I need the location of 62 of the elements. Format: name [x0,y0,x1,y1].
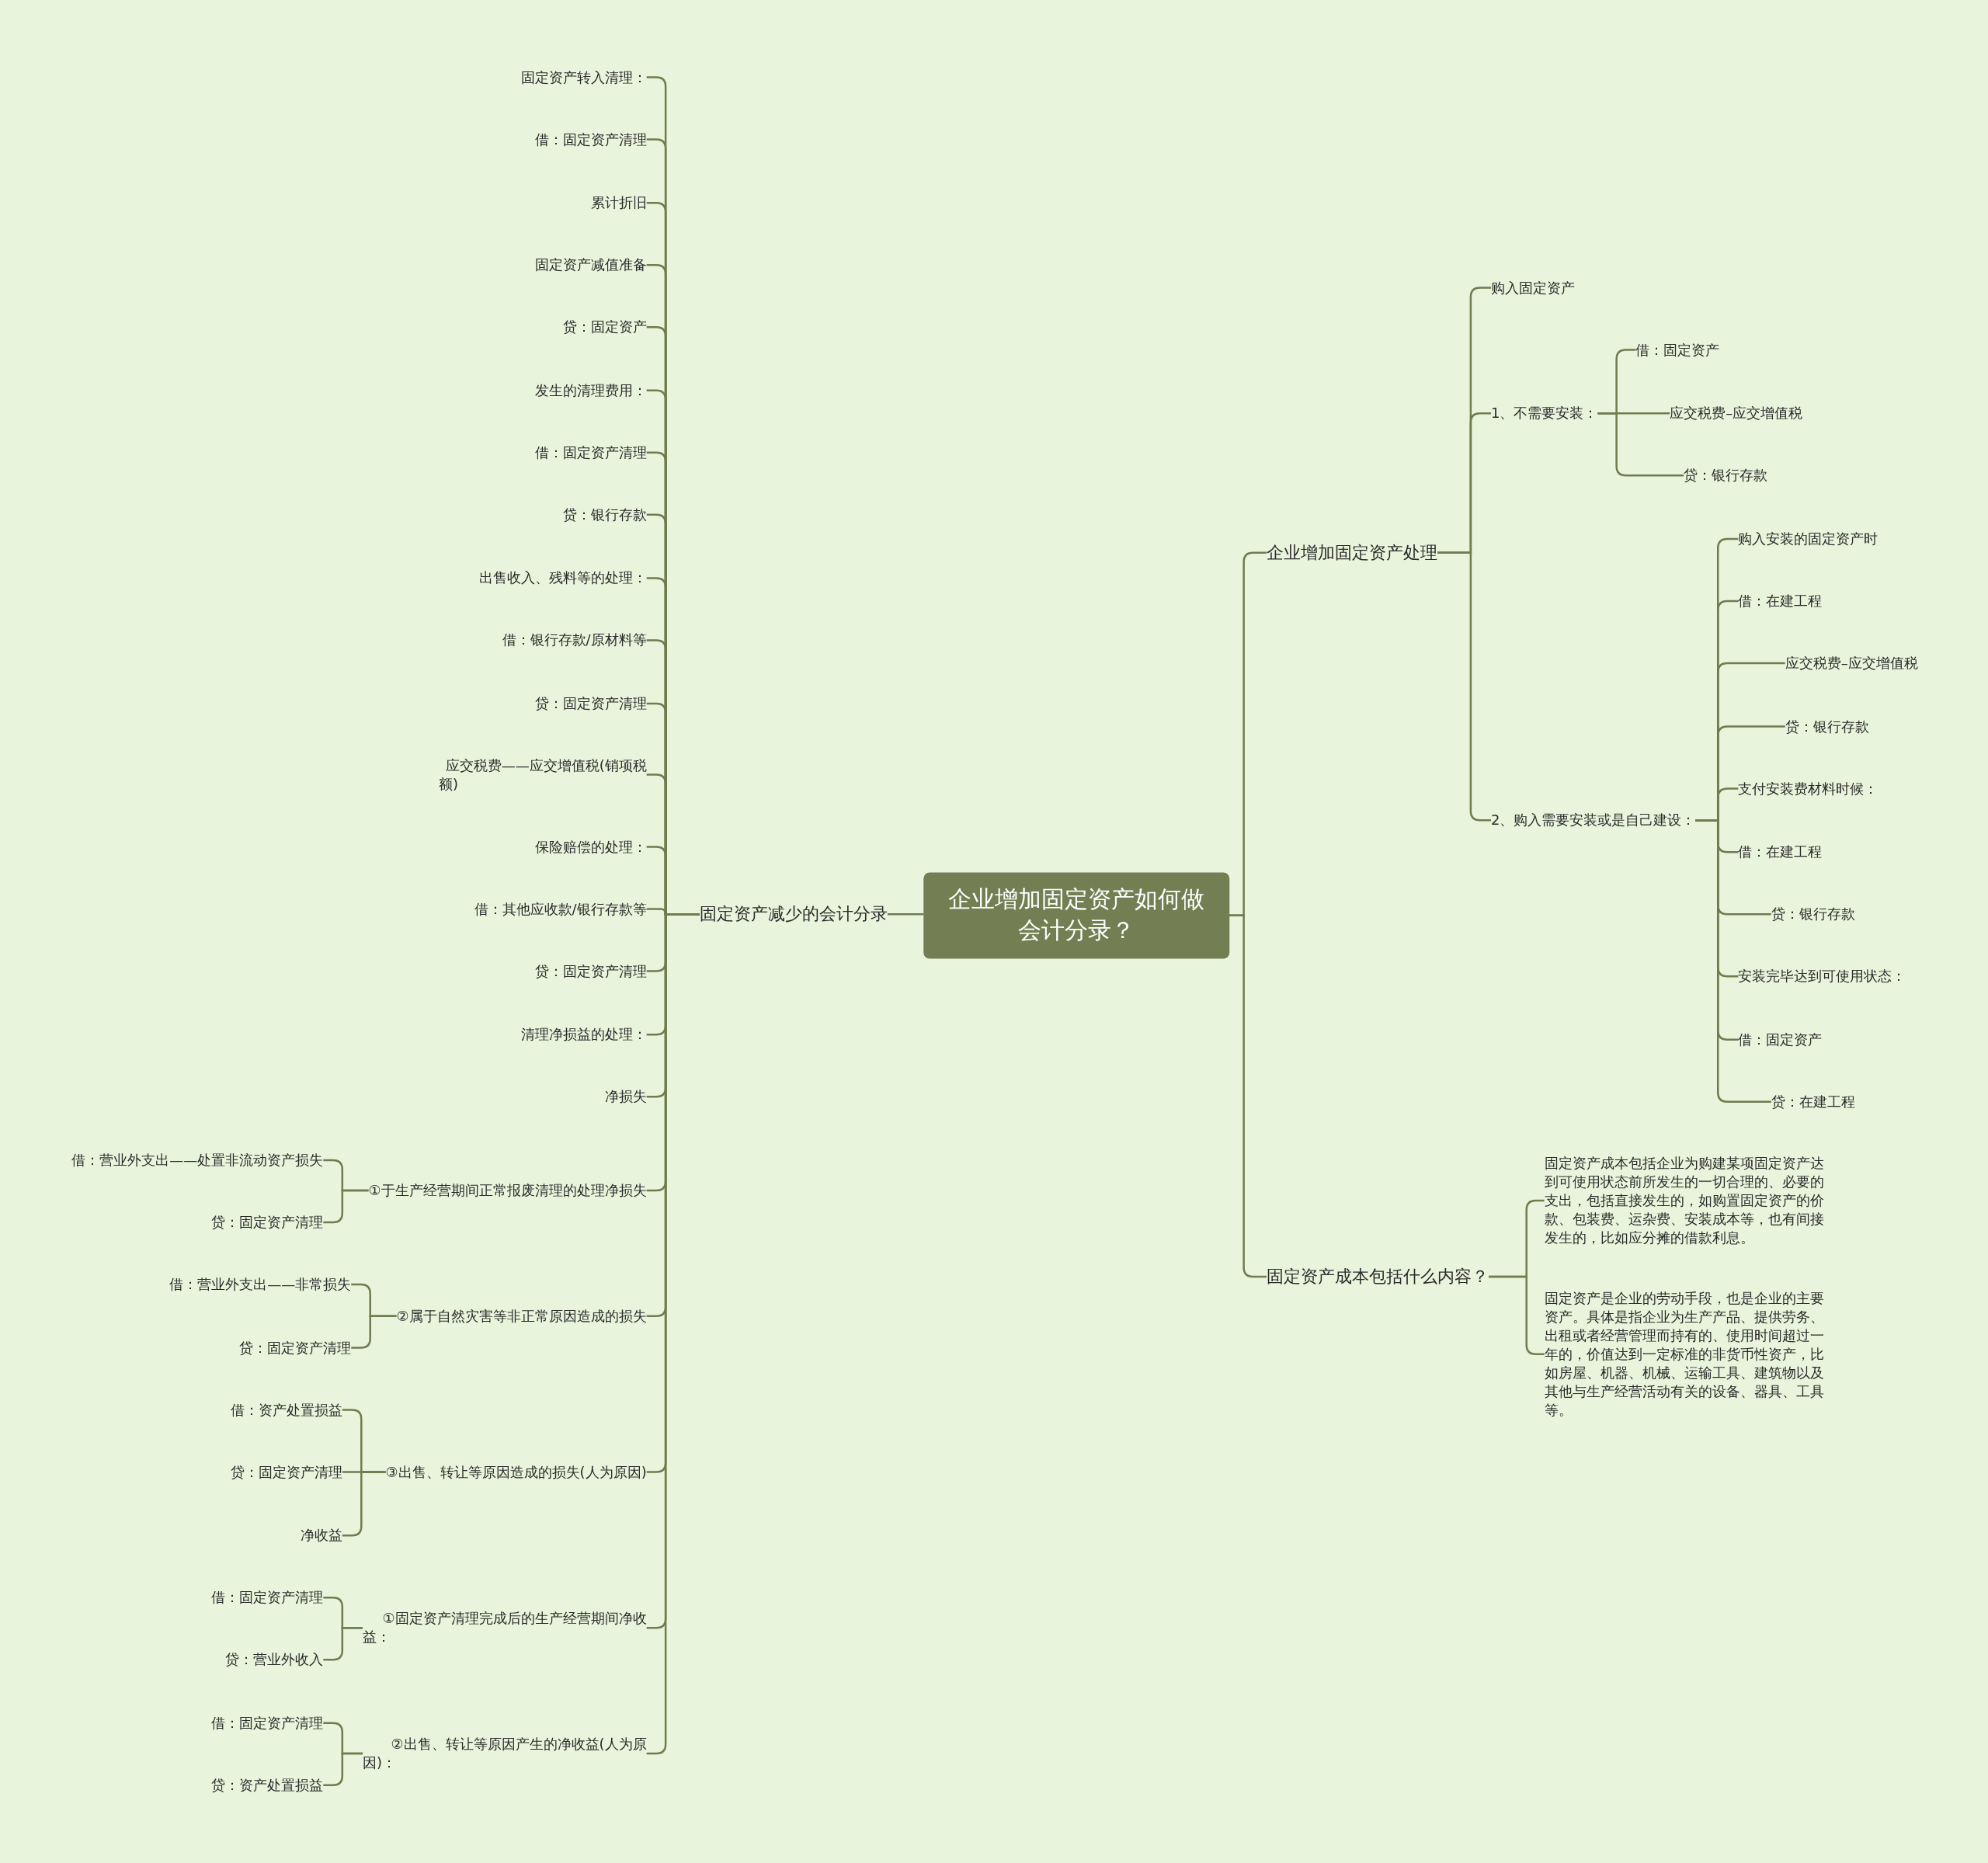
branch-topic: 企业增加固定资产处理 [1267,541,1437,564]
subtopic-text: 支付安装费材料时候： [1738,779,1879,798]
subtopic-text: 贷：固定资产 [562,318,647,337]
subtopic-text: 借：银行存款/原材料等 [502,631,647,650]
subtopic-text: 贷：银行存款 [1684,466,1768,485]
subtopic-text: 应交税费–应交增值税 [1670,404,1803,423]
subtopic-text: 贷：固定资产清理 [230,1462,342,1482]
subtopic-text: 固定资产减值准备 [534,255,647,275]
subtopic-text: ①固定资产清理完成后的生产经营期间净收益： [362,1609,647,1647]
subtopic-text: 清理净损益的处理： [520,1025,647,1044]
subtopic-text: 安装完毕达到可使用状态： [1738,967,1906,986]
subtopic-text: ①于生产经营期间正常报废清理的处理净损失 [368,1181,647,1201]
connector-line [887,912,924,916]
branch-topic: 固定资产减少的会计分录 [699,903,888,926]
subtopic-text: 贷：资产处置损益 [211,1775,324,1795]
subtopic-text: 贷：银行存款 [562,505,647,524]
subtopic-text: 借：固定资产清理 [211,1713,324,1733]
subtopic-text: ②属于自然灾害等非正常原因造成的损失 [396,1306,647,1326]
subtopic-text: 借：其他应收款/银行存款等 [474,899,647,919]
subtopic-text: 应交税费–应交增值税 [1785,653,1918,673]
subtopic-text: 净收益 [300,1526,342,1545]
subtopic-text: 借：在建工程 [1738,591,1823,610]
subtopic-text: 贷：固定资产清理 [534,961,647,981]
subtopic-text: 借：固定资产 [1738,1030,1823,1049]
subtopic-text: 借：营业外支出——非常损失 [169,1274,352,1294]
note-text: 固定资产是企业的劳动手段，也是企业的主要资产。具体是指企业为生产产品、提供劳务、出租或者经营管理而持有的、使用时间超过一年的，价值达到一定标准的非货币性资产，比如房屋、机器、机械、运输工具、建筑物以及其他与生产经营活动有关的设备、器具、工具等。 [1544,1288,1829,1420]
connector-line [323,1752,363,1786]
subtopic-text: 固定资产转入清理： [520,68,647,87]
subtopic-text: 净损失 [604,1087,647,1107]
connector-line [323,1627,363,1661]
subtopic-text: 借：营业外支出——处置非流动资产损失 [71,1150,324,1170]
connector-line [1695,819,1771,1103]
subtopic-text: 购入安装的固定资产时 [1738,529,1879,548]
note-text: 固定资产成本包括企业为购建某项固定资产达到可使用状态前所发生的一切合理的、必要的支出，包括直接发生的，如购置固定资产的价款、包装费、运杂费、安装成本等，也有间接发生的，比如应分摊的借款利息。 [1544,1154,1829,1248]
subtopic-text: 贷：银行存款 [1771,905,1855,924]
subtopic-text: 购入固定资产 [1491,278,1575,297]
subtopic-text: 贷：固定资产清理 [534,694,647,714]
subtopic-text: 借：固定资产清理 [534,130,647,149]
subtopic-text: 应交税费——应交增值税(销项税额) [438,756,647,794]
subtopic-text: 贷：银行存款 [1785,717,1869,736]
subtopic-text: 出售收入、残料等的处理： [478,568,647,588]
subtopic-text: 借：在建工程 [1738,843,1823,862]
subtopic-text: 累计折旧 [590,193,647,213]
subtopic-text: 贷：营业外收入 [225,1650,324,1670]
subtopic-text: ②出售、转让等原因产生的净收益(人为原因)： [362,1734,647,1772]
subtopic-text: 发生的清理费用： [534,381,647,400]
subtopic-text: 借：资产处置损益 [230,1400,342,1420]
connector-line [323,1189,369,1224]
subtopic-text: 借：固定资产 [1635,340,1720,360]
subtopic-text: 借：固定资产清理 [211,1588,324,1608]
branch-topic: 固定资产成本包括什么内容？ [1267,1266,1489,1288]
subtopic-text: ③出售、转让等原因造成的损失(人为原因) [385,1462,647,1482]
subtopic-text: 保险赔偿的处理： [534,837,647,857]
connector-line [1597,412,1684,477]
subtopic-text: 1、不需要安装： [1491,404,1598,423]
subtopic-text: 贷：在建工程 [1771,1092,1855,1111]
subtopic-text: 2、购入需要安装或是自己建设： [1491,811,1696,830]
subtopic-text: 贷：固定资产清理 [239,1338,352,1357]
connector-line [351,1315,397,1349]
subtopic-text: 借：固定资产清理 [534,443,647,462]
central-topic: 企业增加固定资产如何做会计分录？ [923,872,1229,959]
subtopic-text: 贷：固定资产清理 [211,1212,324,1232]
